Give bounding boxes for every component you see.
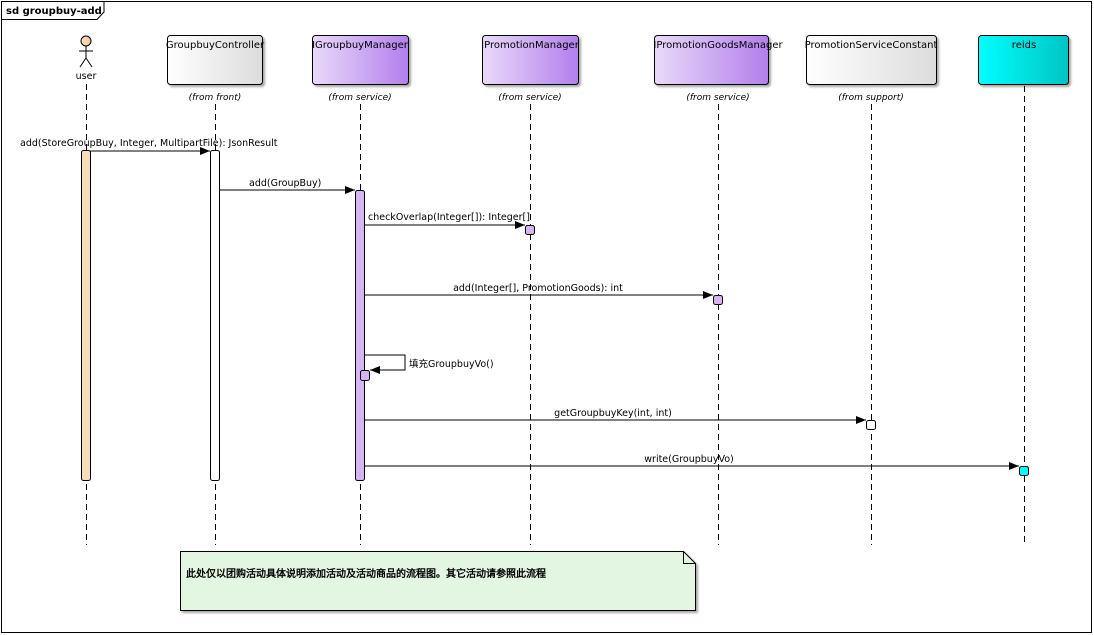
participant-source: (from support) bbox=[838, 93, 904, 103]
participant-source: (from service) bbox=[328, 93, 391, 103]
activation-groupbuy-controller bbox=[210, 150, 220, 481]
note-fold bbox=[683, 551, 696, 564]
participant-source: (from front) bbox=[189, 93, 242, 103]
note-text: 此处仅以团购活动具体说明添加活动及活动商品的流程图。其它活动请参照此流程 bbox=[186, 567, 546, 580]
participant-groupbuy-controller[interactable]: GroupbuyController (from front) bbox=[166, 35, 265, 104]
activation-user bbox=[81, 150, 91, 481]
message-label: add(GroupBuy) bbox=[249, 178, 321, 189]
message-add-groupbuy[interactable]: add(GroupBuy) bbox=[219, 178, 355, 194]
participant-ipromotion-manager[interactable]: IPromotionManager (from service) bbox=[481, 35, 580, 104]
message-get-groupbuy-key[interactable]: getGroupbuyKey(int, int) bbox=[364, 408, 866, 424]
message-label: getGroupbuyKey(int, int) bbox=[554, 408, 672, 419]
message-label: 填充GroupbuyVo() bbox=[409, 358, 494, 370]
actor-user[interactable]: user bbox=[76, 35, 97, 82]
participant-box bbox=[312, 35, 409, 85]
participant-name: IPromotionManager bbox=[481, 40, 580, 51]
activation-igroupbuy-manager bbox=[355, 190, 365, 481]
note[interactable]: 此处仅以团购活动具体说明添加活动及活动商品的流程图。其它活动请参照此流程 bbox=[180, 551, 696, 611]
actor-right-leg bbox=[85, 57, 93, 68]
participant-box bbox=[806, 35, 937, 85]
message-label: checkOverlap(Integer[]): Integer[] bbox=[368, 212, 530, 223]
actor-label: user bbox=[76, 71, 97, 82]
message-write-groupbuy-vo[interactable]: write(GroupbuyVo) bbox=[364, 454, 1019, 470]
participant-source: (from service) bbox=[498, 93, 561, 103]
participant-name: PromotionServiceConstant bbox=[805, 40, 938, 51]
activation-self-call bbox=[360, 370, 370, 381]
participant-box bbox=[978, 35, 1069, 85]
message-fill-groupbuy-vo[interactable]: 填充GroupbuyVo() bbox=[364, 354, 494, 374]
message-label: add(Integer[], PromotionGoods): int bbox=[453, 283, 623, 294]
activation-ipromotion-manager bbox=[525, 225, 535, 235]
message-add-promotion-goods[interactable]: add(Integer[], PromotionGoods): int bbox=[364, 283, 713, 299]
activation-promotion-service-constant bbox=[866, 420, 876, 430]
participant-source: (from service) bbox=[686, 93, 749, 103]
message-label: write(GroupbuyVo) bbox=[644, 454, 733, 465]
participant-promotion-service-constant[interactable]: PromotionServiceConstant (from support) bbox=[805, 35, 938, 104]
frame-title-tab bbox=[1, 1, 105, 20]
participant-name: IGroupbuyManager bbox=[312, 40, 409, 51]
note-box bbox=[180, 551, 696, 611]
participant-name: reids bbox=[1012, 40, 1036, 51]
actor-left-leg bbox=[79, 57, 87, 68]
activation-reids bbox=[1019, 466, 1029, 476]
message-self-arrow bbox=[364, 354, 406, 374]
participant-reids[interactable]: reids bbox=[978, 35, 1069, 85]
frame-title: sd groupbuy-add bbox=[6, 6, 102, 17]
participant-box bbox=[167, 35, 263, 85]
message-add-store-groupbuy[interactable]: add(StoreGroupBuy, Integer, MultipartFil… bbox=[20, 138, 278, 155]
message-label: add(StoreGroupBuy, Integer, MultipartFil… bbox=[20, 138, 278, 149]
participant-name: IPromotionGoodsManager bbox=[653, 40, 783, 51]
message-check-overlap[interactable]: checkOverlap(Integer[]): Integer[] bbox=[364, 212, 530, 229]
participant-box bbox=[654, 35, 769, 85]
participant-name: GroupbuyController bbox=[166, 40, 265, 51]
activation-ipromotion-goods-manager bbox=[713, 295, 723, 305]
participant-igroupbuy-manager[interactable]: IGroupbuyManager (from service) bbox=[312, 35, 409, 104]
participant-ipromotion-goods-manager[interactable]: IPromotionGoodsManager (from service) bbox=[653, 35, 783, 104]
participant-box bbox=[482, 35, 579, 85]
actor-head-icon bbox=[80, 35, 92, 47]
